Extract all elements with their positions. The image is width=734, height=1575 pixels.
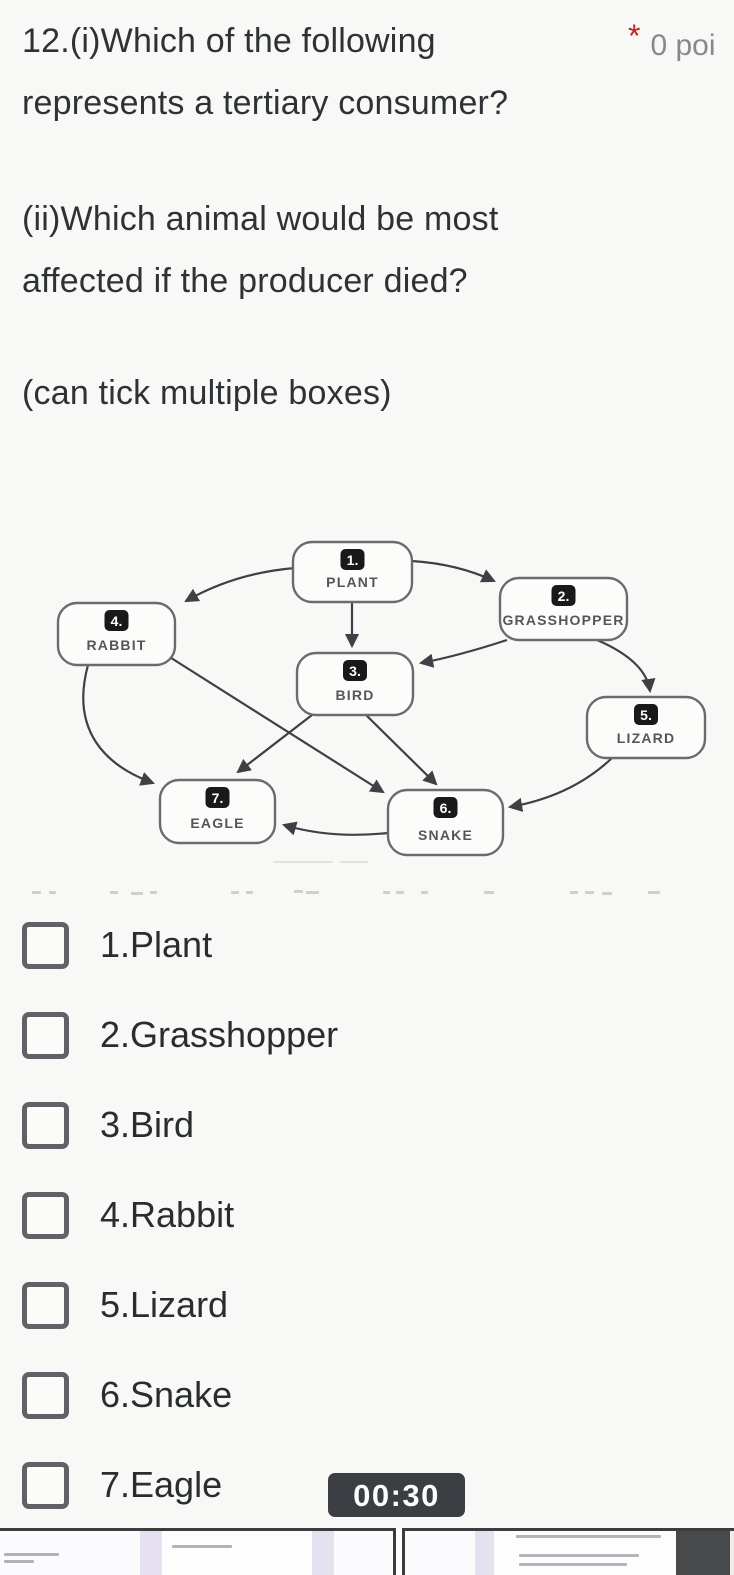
svg-text:1.: 1.: [347, 552, 359, 568]
option-row: 4.Rabbit: [0, 1192, 734, 1282]
strip-playhead[interactable]: [393, 1528, 405, 1575]
node-label: PLANT: [326, 574, 379, 590]
option-checkbox[interactable]: [22, 1462, 69, 1509]
option-checkbox[interactable]: [22, 922, 69, 969]
node-label: LIZARD: [617, 730, 676, 746]
question-note: (can tick multiple boxes): [22, 374, 392, 412]
option-row: 5.Lizard: [0, 1282, 734, 1372]
diagram-node-lizard: 5. LIZARD: [585, 695, 707, 760]
option-label: 6.Snake: [100, 1374, 233, 1415]
node-number-badge: [104, 610, 129, 631]
diagram-node-grasshopper: 2. GRASSHOPPER: [498, 576, 629, 642]
countdown-timer: 00:30: [328, 1473, 465, 1517]
svg-text:7.: 7.: [212, 790, 224, 806]
option-label: 2.Grasshopper: [100, 1014, 339, 1055]
points-indicator: * 0 poi: [628, 18, 716, 63]
strip-gap: [475, 1531, 494, 1575]
option-label: 1.Plant: [100, 924, 213, 965]
node-label: GRASSHOPPER: [502, 612, 624, 628]
option-row: 7.Eagle: [0, 1462, 734, 1552]
strip-edge-sliver: [730, 1531, 734, 1575]
node-number-badge: [340, 549, 365, 570]
node-label: SNAKE: [418, 827, 473, 843]
question-part2: (ii)Which animal would be most affected …: [22, 200, 499, 300]
option-checkbox[interactable]: [22, 1102, 69, 1149]
question-part1: 12.(i)Which of the following represents …: [22, 22, 509, 122]
diagram-edge-bird-snake: [365, 714, 438, 786]
diagram-edge-rabbit-snake: [167, 655, 385, 794]
strip-gap: [140, 1531, 162, 1575]
option-row: 3.Bird: [0, 1102, 734, 1192]
node-number-badge: [433, 797, 458, 818]
option-row: 1.Plant: [0, 922, 734, 1012]
node-number-badge: [205, 787, 230, 808]
svg-text:5.: 5.: [640, 707, 652, 723]
diagram-edge-grasshopper-lizard: [596, 638, 656, 694]
option-checkbox[interactable]: [22, 1012, 69, 1059]
diagram-edge-plant-rabbit: [184, 566, 296, 603]
svg-text:2.: 2.: [558, 588, 570, 604]
page-thumbnail[interactable]: [494, 1531, 676, 1575]
option-row: 2.Grasshopper: [0, 1012, 734, 1102]
diagram-edge-rabbit-eagle: [82, 664, 156, 786]
diagram-edge-snake-eagle: [281, 821, 389, 836]
diagram-node-eagle: 7. EAGLE: [158, 778, 277, 845]
option-label: 5.Lizard: [100, 1284, 229, 1325]
diagram-edge-lizard-snake: [507, 757, 613, 812]
diagram-node-snake: 6. SNAKE: [386, 788, 505, 857]
bottom-thumbnail-strip: [0, 1528, 734, 1575]
diagram-node-plant: 1. PLANT: [291, 540, 414, 604]
diagram-node-rabbit: 4. RABBIT: [56, 601, 177, 667]
svg-text:4.: 4.: [111, 613, 123, 629]
points-label: 0 poi: [650, 29, 716, 62]
node-label: EAGLE: [190, 815, 244, 831]
node-number-badge: [634, 704, 658, 725]
diagram-edge-grasshopper-bird: [418, 638, 508, 668]
options-list: 1.Plant 2.Grasshopper 3.Bird 4.Rabbit 5.Liza…: [0, 922, 734, 1552]
strip-dark-block: [676, 1531, 730, 1575]
strip-divider: [0, 1528, 734, 1531]
diagram-edge-bird-eagle: [236, 714, 313, 774]
node-number-badge: [343, 660, 367, 681]
diagram-edge-plant-grasshopper: [411, 559, 496, 583]
option-checkbox[interactable]: [22, 1192, 69, 1239]
option-label: 4.Rabbit: [100, 1194, 235, 1235]
node-number-badge: [551, 585, 576, 606]
diagram-node-bird: 3. BIRD: [295, 651, 415, 717]
svg-text:6.: 6.: [440, 800, 452, 816]
node-label: RABBIT: [86, 637, 146, 653]
option-row: 6.Snake: [0, 1372, 734, 1462]
option-checkbox[interactable]: [22, 1372, 69, 1419]
strip-gap: [312, 1531, 334, 1575]
node-label: BIRD: [335, 687, 374, 703]
required-asterisk-icon: *: [628, 18, 641, 54]
option-label: 3.Bird: [100, 1104, 195, 1145]
svg-text:3.: 3.: [349, 663, 361, 679]
option-checkbox[interactable]: [22, 1282, 69, 1329]
option-label: 7.Eagle: [100, 1464, 223, 1505]
page-thumbnail[interactable]: [162, 1531, 312, 1575]
